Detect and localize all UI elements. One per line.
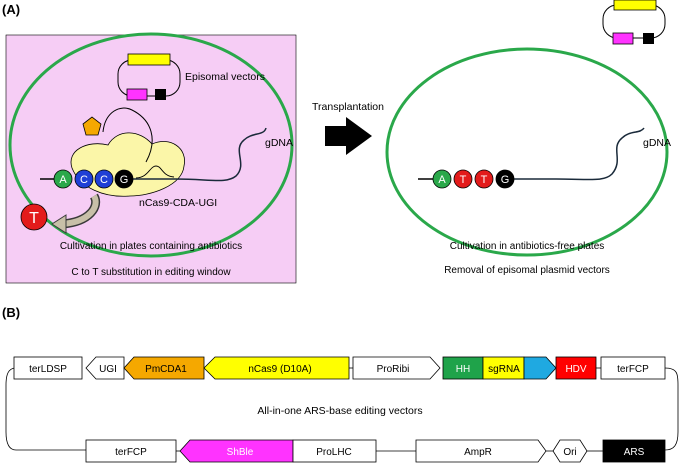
base-letter: C: [100, 174, 108, 186]
base-letter: T: [460, 174, 467, 186]
sgRNA-scaffold-arrow: [523, 356, 557, 380]
base-letter: A: [59, 174, 67, 186]
gdna-strand-left: [130, 127, 267, 182]
ProRibi-arrow: [352, 356, 441, 380]
base-letter: G: [501, 174, 510, 186]
t-badge-letter: T: [29, 210, 39, 227]
gdna-label-right: gDNA: [643, 137, 671, 149]
left-caption: Cultivation in plates containing antibio…: [60, 241, 242, 252]
ProLHC-label: ProLHC: [316, 447, 352, 458]
left-bases: A C C G: [53, 169, 134, 189]
terFCP-top-label: terFCP: [617, 364, 649, 375]
ProRibi-label: ProRibi: [377, 364, 410, 375]
guide-pentagon: [82, 116, 102, 136]
gdna-label-left: gDNA: [265, 137, 293, 149]
PmCDA1-label: PmCDA1: [145, 364, 187, 375]
top-row: terLDSP UGI PmCDA1 nCas9 (D10A) ProRibi …: [13, 356, 666, 380]
base-letter: T: [481, 174, 488, 186]
terLDSP-label: terLDSP: [29, 364, 67, 375]
Ori-label: Ori: [563, 447, 576, 458]
episomal-vector-left: [117, 53, 181, 101]
right-bases: A T T G: [432, 169, 515, 189]
ARS-label: ARS: [624, 447, 645, 458]
left-subcaption: C to T substitution in editing window: [71, 267, 231, 278]
right-cell: [385, 47, 669, 257]
nCas9-label: nCas9 (D10A): [248, 364, 311, 375]
panel-a-label: (A): [2, 2, 20, 17]
UGI-label: UGI: [99, 364, 117, 375]
gdna-strand-right: [510, 127, 645, 181]
guide-rna-strand: [102, 107, 153, 163]
right-caption: Cultivation in antibiotics-free plates: [450, 241, 605, 252]
t-badge: [20, 203, 48, 231]
base-letter: G: [120, 174, 129, 186]
base-circle-T: [453, 169, 473, 189]
vector-center-label: All-in-one ARS-base editing vectors: [257, 405, 422, 417]
base-letter: C: [80, 174, 88, 186]
base-circle-A: [53, 169, 73, 189]
base-circle-G: [114, 169, 134, 189]
episomal-vector-removed: [602, 0, 666, 45]
base-circle-A: [432, 169, 452, 189]
transplantation-arrow: [325, 117, 372, 155]
ShBle-label: ShBle: [227, 447, 254, 458]
base-circle-C: [74, 169, 94, 189]
plasmid-loop-right: [664, 367, 679, 451]
right-subcaption: Removal of episomal plasmid vectors: [444, 265, 610, 276]
terFCP-bottom-label: terFCP: [115, 447, 147, 458]
left-cell: [8, 32, 294, 258]
r-loop: [135, 165, 175, 179]
panel-b-label: (B): [2, 305, 20, 320]
base-circle-T: [474, 169, 494, 189]
conversion-arrow: [61, 194, 99, 227]
episomal-vectors-label: Episomal vectors: [185, 71, 265, 83]
conversion-arrow-head: [51, 214, 67, 234]
bottom-row: terFCP ShBle ProLHC AmpR Ori ARS: [85, 439, 666, 463]
AmpR-label: AmpR: [464, 447, 492, 458]
enzyme-label: nCas9-CDA-UGI: [139, 197, 217, 209]
HDV-label: HDV: [565, 364, 586, 375]
AmpR-arrow: [415, 439, 547, 463]
base-circle-G: [495, 169, 515, 189]
transplantation-label: Transplantation: [312, 101, 384, 113]
plasmid-loop-left: [5, 367, 17, 451]
base-letter: A: [438, 174, 446, 186]
terLDSP-box: [13, 356, 83, 380]
base-circle-C: [94, 169, 114, 189]
HH-label: HH: [456, 364, 470, 375]
sgRNA-label: sgRNA: [488, 364, 520, 375]
